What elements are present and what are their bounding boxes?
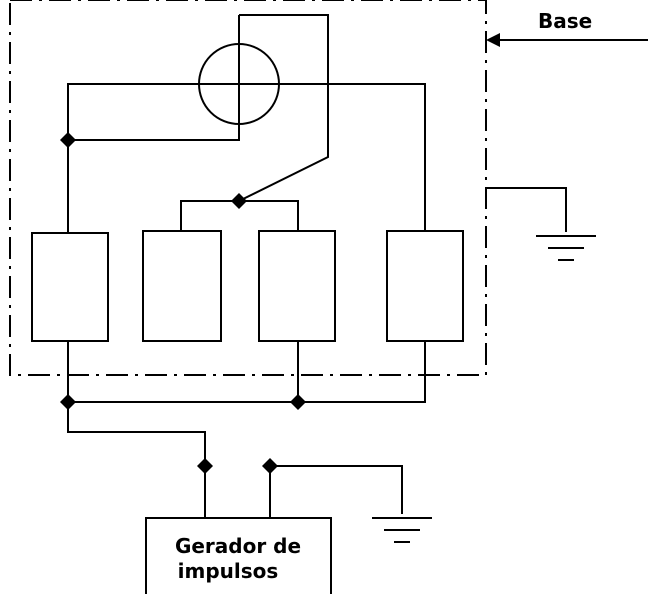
base-arrow [486, 33, 648, 47]
enclosure-ground-wire [486, 187, 567, 232]
block-1 [31, 232, 109, 342]
pulse-generator-box [145, 517, 332, 594]
junction-node [231, 193, 247, 209]
junction-node [197, 458, 213, 474]
junction-node [290, 394, 306, 410]
junction-node [60, 132, 76, 148]
generator-label-line1: Gerador de [175, 534, 301, 558]
ground-icon [536, 235, 596, 261]
generator-feed-wire [67, 402, 206, 518]
generator-ground-wire [269, 465, 403, 518]
block-3 [258, 230, 336, 342]
ground-icon [372, 517, 432, 543]
junction-node [262, 458, 278, 474]
generator-label-line2: impulsos [178, 559, 279, 583]
bottom-bus-wire [67, 341, 426, 403]
block-4 [386, 230, 464, 342]
block-2 [142, 230, 222, 342]
circle-link-wire [68, 15, 240, 141]
junction-nodes [60, 132, 306, 474]
top-bus-wire [67, 83, 426, 233]
base-label: Base [538, 9, 592, 33]
switch-arm-wire [238, 14, 329, 202]
junction-node [60, 394, 76, 410]
